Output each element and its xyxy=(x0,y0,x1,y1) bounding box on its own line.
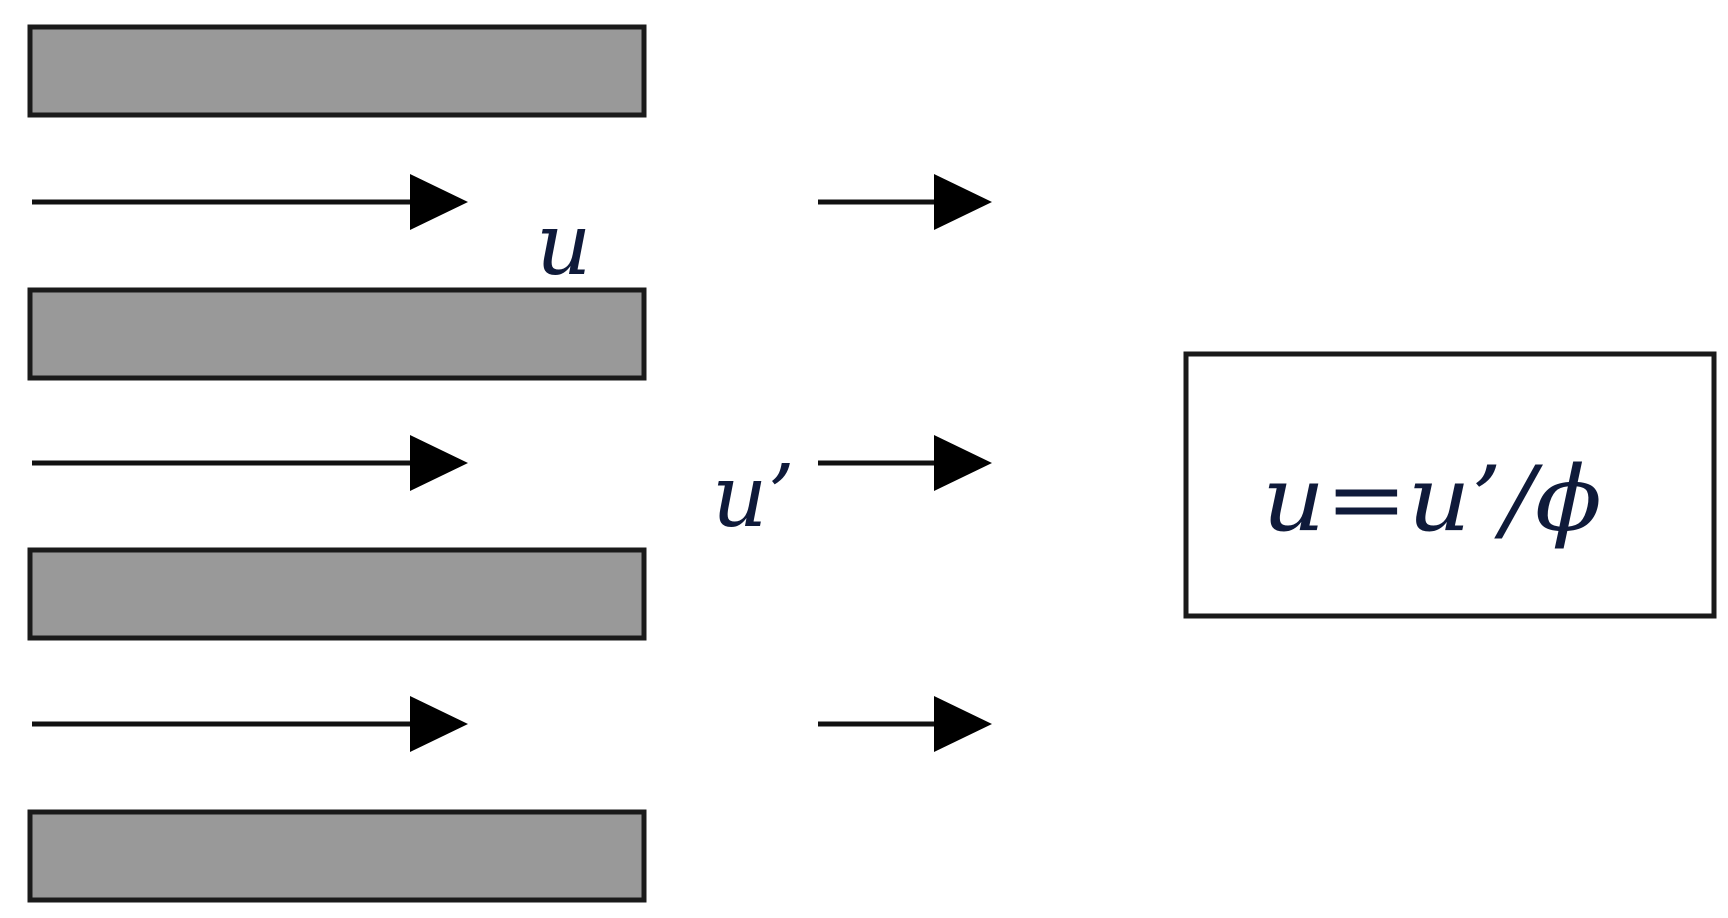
outflow-arrow-2 xyxy=(818,435,992,491)
channel-arrow-1 xyxy=(32,174,468,230)
plate-1 xyxy=(27,24,647,118)
darcy-velocity-label: u’ xyxy=(712,447,795,547)
channel-arrow-3 xyxy=(32,696,468,752)
plate-2 xyxy=(27,287,647,381)
relation-formula: u=u’/ϕ xyxy=(1262,447,1602,552)
channel-arrow-2 xyxy=(32,435,468,491)
plate-4 xyxy=(27,809,647,903)
pore-velocity-label: u xyxy=(536,195,591,295)
plate-3 xyxy=(27,547,647,641)
outflow-arrow-1 xyxy=(818,174,992,230)
outflow-arrow-3 xyxy=(818,696,992,752)
relation-box: u=u’/ϕ xyxy=(1183,351,1717,619)
